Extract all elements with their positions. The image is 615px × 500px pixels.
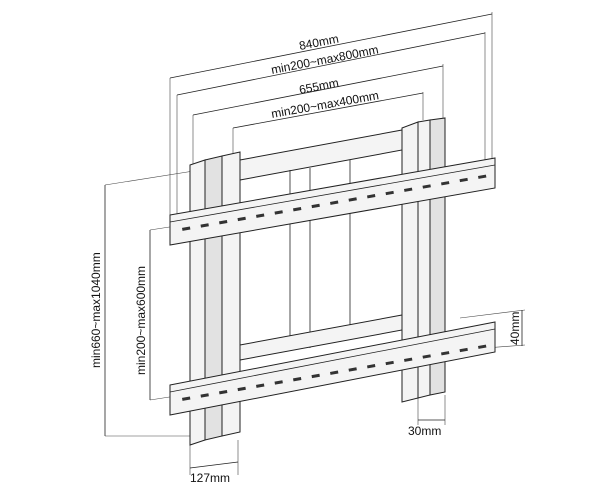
bar-slot [441,181,450,186]
bar-slot [441,351,450,356]
bar-slot [478,344,487,349]
bar-slot [329,370,339,375]
bar-slot [422,184,431,189]
bar-slot [459,177,468,183]
dimension-lines [104,13,523,469]
label-frame-width: 655mm [298,76,340,97]
bar-slots [182,174,487,401]
bar-slot [182,396,191,401]
bar-slot [385,360,394,366]
bar-slot [200,393,209,398]
bar-slot [237,216,246,222]
bar-slot [219,390,228,395]
bar-slot [311,203,320,209]
bar-slot [219,220,228,225]
bar-slot [422,354,431,359]
label-hole-range-narrow: min200~max400mm [270,88,380,121]
label-bar-height: 40mm [508,312,522,345]
label-overall-width: 840mm [298,32,340,53]
bar-slot [367,364,376,369]
bar-slot [367,194,376,199]
bar-slot [274,210,283,215]
bar-slot [478,174,487,179]
bar-slot [182,226,191,231]
bar-slot [293,377,302,382]
bar-slot [293,207,302,212]
bar-slot [256,383,265,388]
bar-slot [348,367,357,372]
label-depth: 127mm [190,471,230,485]
label-vertical-hole-range: min200~max600mm [134,266,148,375]
bar-slot [348,197,357,202]
bar-slot [274,380,283,385]
bar-slot [385,190,394,196]
bar-slot [330,200,339,205]
inner-frame [239,129,403,361]
bottom-horizontal-bar [169,321,496,416]
bar-slot [459,347,468,353]
bar-slot [403,357,413,362]
bar-slot [311,373,320,379]
bar-slot [200,223,209,228]
label-rail-width: 30mm [408,424,441,438]
bar-slot [237,386,246,392]
bar-slot [256,213,265,218]
bar-slot [404,187,413,192]
label-overall-height: min660~max1040mm [89,252,103,368]
